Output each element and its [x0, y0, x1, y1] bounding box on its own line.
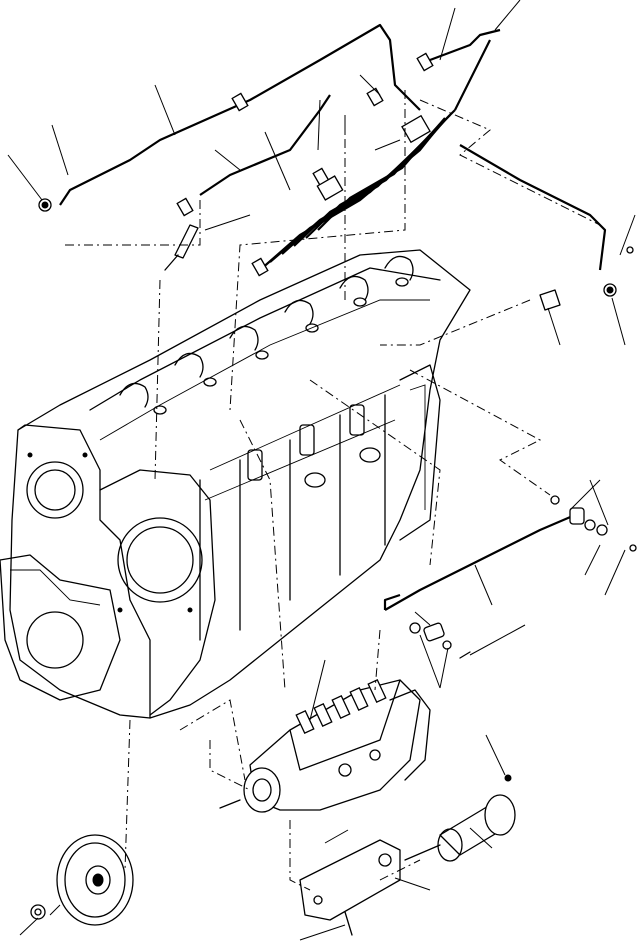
feed-pipe	[383, 495, 637, 782]
callout-leaders	[7, 0, 636, 941]
alignment-lines	[65, 90, 601, 891]
return-pipe	[459, 144, 634, 311]
drive-gear	[30, 834, 134, 926]
bracket	[299, 839, 401, 936]
stop-solenoid	[404, 794, 516, 862]
injection-pump	[219, 678, 431, 813]
injection-pipes	[38, 23, 501, 277]
engine-block	[0, 249, 471, 719]
